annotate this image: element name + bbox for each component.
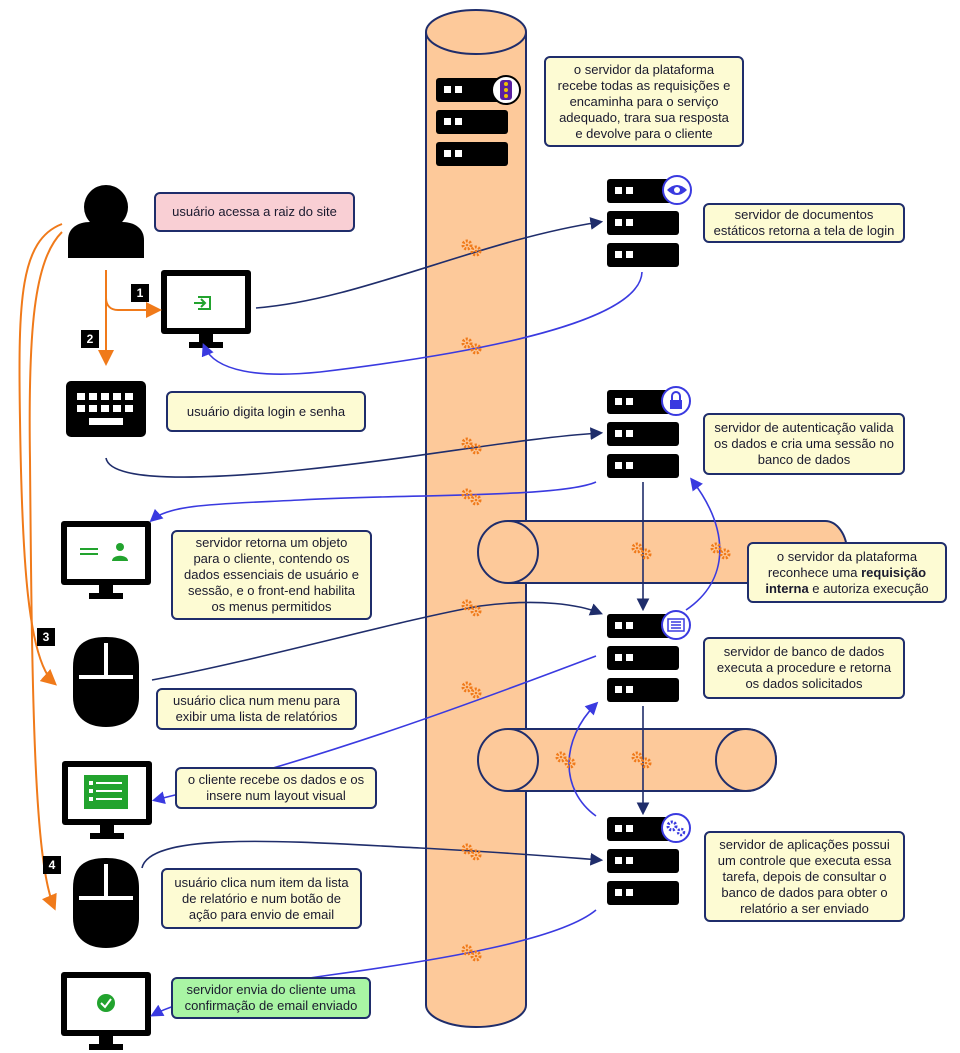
internal-request-bold: requisição interna	[765, 564, 927, 596]
monitor-list-icon	[62, 761, 152, 839]
step-badge-3: 3	[37, 628, 55, 646]
mouse-icon	[71, 635, 141, 729]
note-platform-server: o servidor da plataforma recebe todas as…	[544, 56, 744, 147]
note-auth-server: servidor de autenticação valida os dados…	[703, 413, 905, 475]
monitor-user-icon	[61, 521, 151, 599]
step-badge-1: 1	[131, 284, 149, 302]
note-client-receives: o cliente recebe os dados e os insere nu…	[175, 767, 377, 809]
eye-icon	[662, 175, 692, 205]
keyboard-icon	[66, 381, 146, 437]
note-static-server: servidor de documentos estáticos retorna…	[703, 203, 905, 243]
note-db-server: servidor de banco de dados executa a pro…	[703, 637, 905, 699]
internal-pipe-2	[477, 728, 777, 792]
monitor-login-icon	[161, 270, 251, 348]
traffic-light-icon	[491, 75, 521, 105]
note-user-access: usuário acessa a raiz do site	[154, 192, 355, 232]
gears-icon	[661, 813, 691, 843]
note-email-sent: servidor envia do cliente uma confirmaçã…	[171, 977, 371, 1019]
mouse-icon-2	[71, 856, 141, 950]
monitor-check-icon	[61, 972, 151, 1050]
lock-icon	[661, 386, 691, 416]
note-app-server: servidor de aplicações possui um control…	[704, 831, 905, 922]
note-user-item: usuário clica num item da lista de relat…	[161, 868, 362, 929]
step-badge-4: 4	[43, 856, 61, 874]
note-user-menu: usuário clica num menu para exibir uma l…	[156, 688, 357, 730]
note-internal-request: o servidor da plataforma reconhece uma r…	[747, 542, 947, 603]
list-icon	[661, 610, 691, 640]
user-icon	[68, 185, 144, 258]
note-user-login: usuário digita login e senha	[166, 391, 366, 432]
request-arrows	[105, 217, 650, 869]
step-badge-2: 2	[81, 330, 99, 348]
orange-flow-arrows	[18, 223, 162, 911]
note-server-returns: servidor retorna um objeto para o client…	[171, 530, 372, 620]
